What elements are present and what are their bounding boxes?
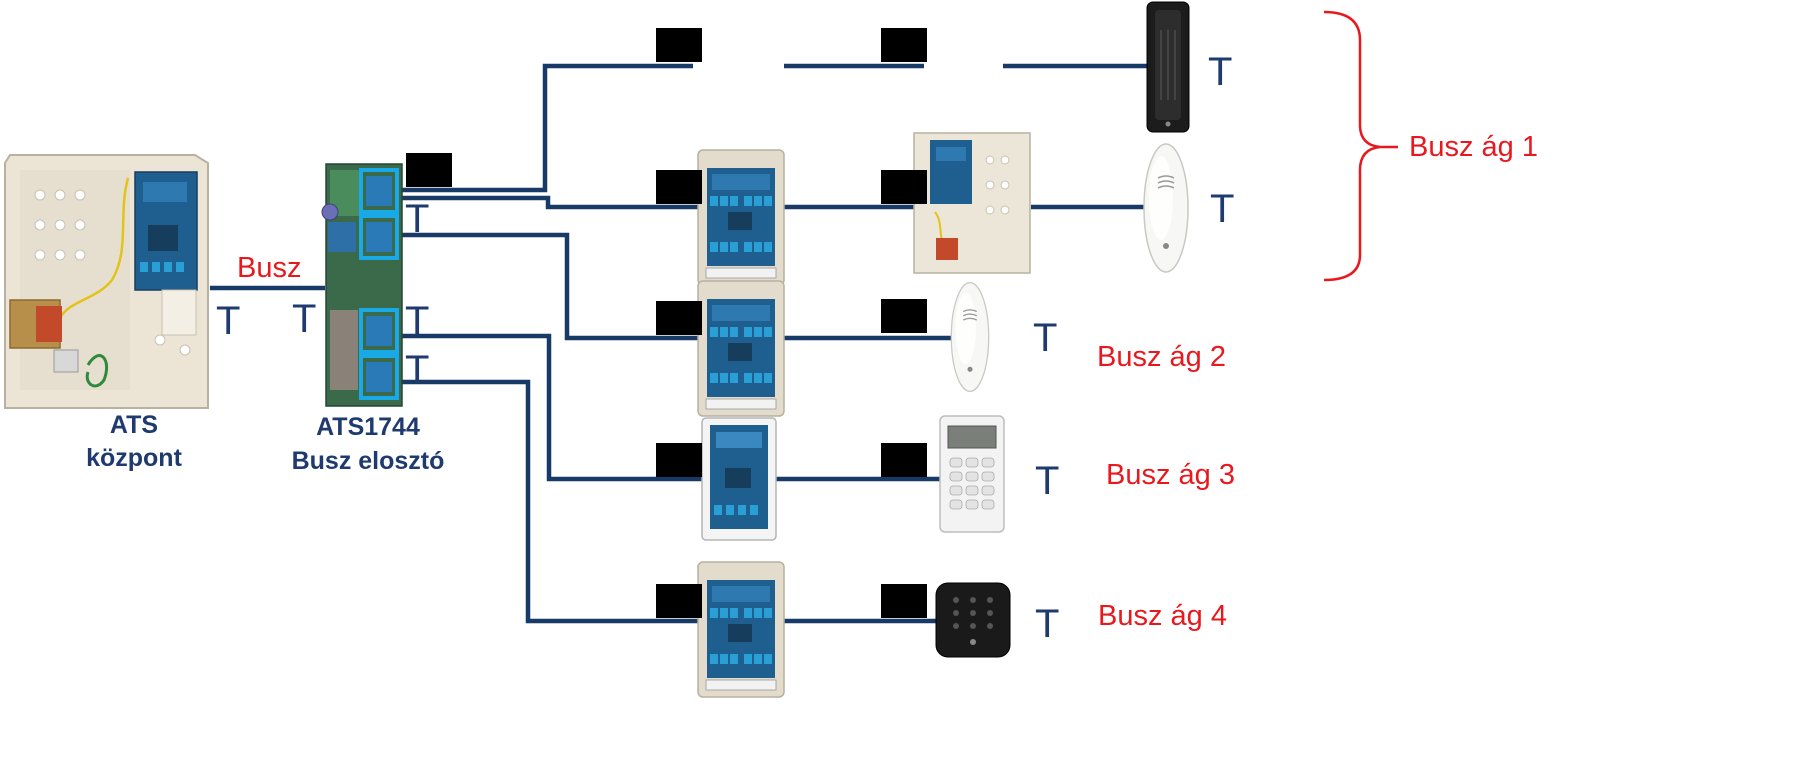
terminator-branch3: T (1035, 459, 1059, 503)
terminator-distributor-input: T (292, 297, 316, 341)
branch4-label: Busz ág 4 (1098, 600, 1227, 632)
t-crossed-icon (881, 584, 927, 618)
wire-branch2-a (400, 232, 700, 341)
sub-panel-branch1 (913, 132, 1031, 274)
terminator-distributor-out4: T (405, 348, 429, 392)
t-crossed-icon (881, 299, 927, 333)
t-crossed-icon (881, 443, 927, 477)
expander-module-branch3 (701, 417, 777, 541)
terminator-branch4: T (1035, 602, 1059, 646)
wire-branch1-top-a (400, 63, 693, 193)
t-crossed-icon (406, 153, 452, 187)
distributor-subtitle: Busz elosztó (292, 447, 445, 475)
terminator-branch1-mid: T (1210, 187, 1234, 231)
t-crossed-icon (656, 28, 702, 62)
expander-module-branch1 (697, 149, 785, 286)
t-crossed-icon (881, 170, 927, 204)
terminator-distributor-out1: T (405, 197, 429, 241)
ats-control-panel (4, 154, 209, 409)
terminator-branch1-top: T (1208, 50, 1232, 94)
bus-wires (210, 63, 1147, 624)
terminator-panel: T (216, 299, 240, 343)
terminator-distributor-out3: T (405, 299, 429, 343)
wire-branch4-a (400, 379, 700, 624)
branch2-label: Busz ág 2 (1097, 341, 1226, 373)
terminal-block-2 (359, 214, 399, 260)
t-crossed-icon (656, 584, 702, 618)
bus-label: Busz (237, 252, 301, 284)
expander-module-branch2 (697, 280, 785, 417)
t-crossed-icon (656, 301, 702, 335)
control-panel-name: ATS (110, 411, 158, 439)
t-crossed-icon (656, 170, 702, 204)
oval-reader-branch2 (950, 281, 990, 393)
ats1744-bus-distributor (321, 163, 403, 407)
control-panel-subtitle: központ (86, 444, 182, 472)
black-keypad-reader-branch4 (935, 582, 1011, 658)
wire-branch1-mid-a (400, 195, 700, 210)
t-crossed-icon (881, 28, 927, 62)
t-crossed-icon (656, 443, 702, 477)
branch1-brace (1323, 10, 1381, 282)
oval-reader-branch1 (1143, 143, 1189, 273)
black-card-reader (1146, 1, 1190, 133)
terminal-block-1 (359, 168, 399, 214)
terminal-block-4 (359, 354, 399, 400)
branch3-label: Busz ág 3 (1106, 459, 1235, 491)
terminal-block-3 (359, 308, 399, 354)
expander-module-branch4 (697, 561, 785, 698)
wire-branch3-a (400, 333, 702, 482)
lcd-keypad-branch3 (939, 415, 1005, 533)
terminator-branch2: T (1033, 316, 1057, 360)
distributor-name: ATS1744 (316, 413, 420, 441)
branch1-label: Busz ág 1 (1409, 131, 1538, 163)
